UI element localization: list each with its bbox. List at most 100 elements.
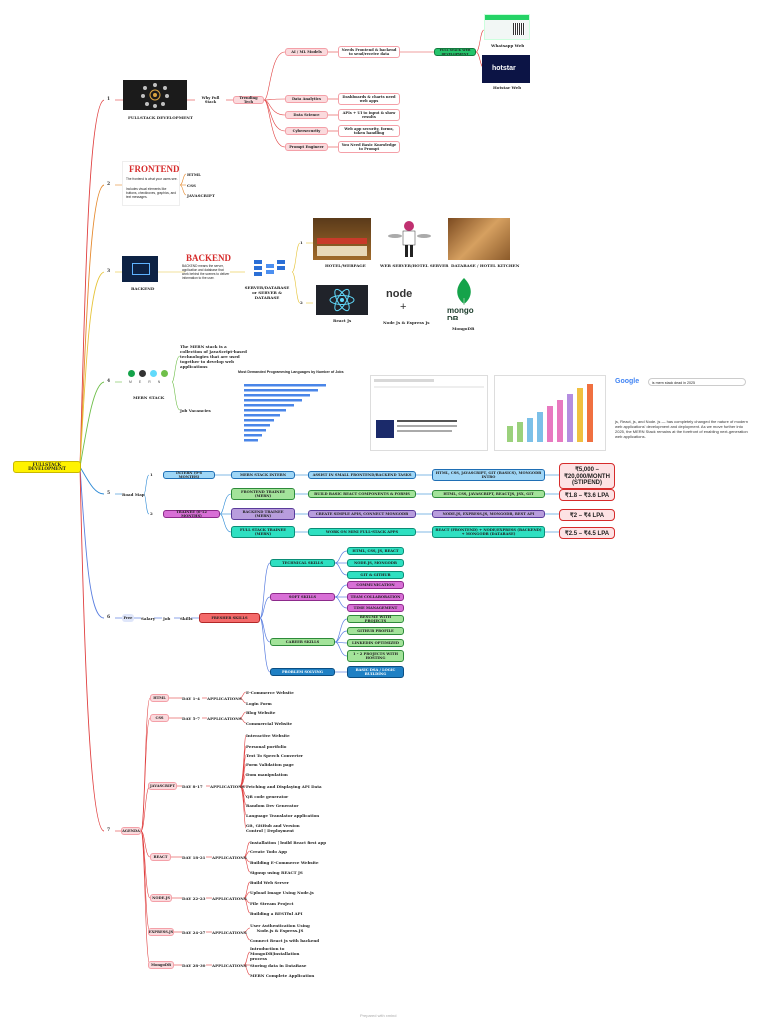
agenda-nodejs[interactable]: NODE.JS [150,894,172,902]
problem-solving[interactable]: PROBLEM SOLVING [270,668,335,676]
backend-sub-1: 1 [300,240,303,245]
frontend-desc-1: The frontend is what your users see. [126,177,178,181]
mern-letters: M E R N [129,380,164,384]
tech-skill-3: GIT & GITHUB [347,571,404,579]
backend-title: BACKEND [186,253,232,263]
career-skill-1: RESUME WITH PROJECTS [347,615,404,623]
topic-prompt-engineer[interactable]: Prompt Engineer [285,143,328,151]
mongo-image: mongo DB [444,276,484,320]
problem-skill-1: BASIC DSA / LOGIC BUILDING [347,666,404,678]
agenda-js-item-2: Personal portfolio [246,744,287,749]
search-result-screenshot [370,375,488,451]
backend-sub-2: 2 [300,300,303,305]
roadmap-label[interactable]: Road Map [122,492,145,497]
mongo-logo: mongo DB [447,306,474,320]
agenda-mongo-days: DAY 28-30 [182,963,206,968]
frontend-title: FRONTEND [129,164,180,174]
agenda-js-item-4: Form Validation page [246,762,294,767]
agenda-expressjs[interactable]: EXPRESS.JS [148,928,174,936]
agenda-javascript[interactable]: JAVASCRIPT [148,782,177,790]
agenda-express-item-1: User Authentication Using Node.js & Expr… [250,923,310,933]
soft-skill-1: COMMUNICATION [347,581,404,589]
soft-skill-3: TIME MANAGEMENT [347,604,404,612]
free-node[interactable]: Free [122,614,134,622]
agenda-node-item-3: File Stream Project [250,901,294,906]
agenda-js-item-6: Fetching and Displaying API Data [246,784,322,789]
salary-node[interactable]: Salary [141,616,156,621]
agenda-html-days: DAY 1-4 [182,696,200,701]
job-node[interactable]: Job [163,616,171,621]
agenda-node-item-2: Upload Image Using Node.js [250,890,314,895]
section-6-number: 6 [107,615,111,620]
backend-image [122,256,158,282]
agenda-node-item-4: Building a RESTful API [250,911,303,916]
technical-skills[interactable]: TECHNICAL SKILLS [270,559,335,567]
soft-skills[interactable]: SOFT SKILLS [270,593,335,601]
topic-data-analytics[interactable]: Data Analytics [285,95,328,103]
root-node[interactable]: FULLSTACK DEVELOPMENT [13,461,81,473]
career-skill-4: 1 – 2 PROJECTS WITH HOSTING [347,650,404,662]
phase-intern[interactable]: INTERN (0-6 MONTHS) [163,471,215,479]
fullstack-web-node[interactable]: FULL STACK WEB DEVELOPMENT [434,48,476,56]
agenda-express-days: DAY 24-27 [182,930,206,935]
pay-fullstack: ₹2.5 – ₹4.5 LPA [559,527,615,539]
waiter-image [384,218,434,260]
topic-prompt-engineer-desc: You Need Basic Knowledge to Prompt [338,141,400,153]
skills-node[interactable]: Skills [180,616,193,621]
why-fullstack-node[interactable]: Why Full Stack [195,96,226,104]
mern-stack-image: M E R N [122,368,172,390]
hotstar-logo: hotstar [492,65,516,72]
react-image [316,285,368,315]
frontend-javascript[interactable]: JAVASCRIPT [187,193,215,198]
agenda-js-item-7: QR code generator [246,794,289,799]
skills-intern: HTML, CSS, JAVASCRIPT, GIT (BASICS), MON… [432,469,545,481]
pay-intern: ₹5,000 – ₹20,000/MONTH (STIPEND) [559,463,615,489]
fresher-skills-node[interactable]: FRESHER SKILLS [199,613,260,623]
agenda-css-apps: APPLICATIONS [207,716,242,721]
role-frontend-trainee[interactable]: FRONTEND TRAINEE (MERN) [231,488,295,500]
google-logo: Google [615,378,640,385]
agenda-css-item-1: Blog Website [246,710,276,715]
server-database-image [246,256,292,282]
frontend-html[interactable]: HTML [187,172,201,177]
role-backend-trainee[interactable]: BACKEND TRAINEE (MERN) [231,508,295,520]
agenda-css[interactable]: CSS [150,714,169,722]
section-2-number: 2 [107,182,111,187]
gear-network-icon [141,83,169,108]
trending-tech-node[interactable]: Trending Tech [233,96,264,104]
pay-frontend: ₹1.8 – ₹3.6 LPA [559,489,615,501]
role-fullstack-trainee[interactable]: FULL STACK TRAINEE (MERN) [231,526,295,538]
agenda-html-item-2: Login Form [246,701,272,706]
phase-trainee[interactable]: TRAINEE (6-12 MONTHS) [163,510,220,518]
agenda-express-apps: APPLICATIONS [212,930,247,935]
topic-cybersecurity[interactable]: Cybersecurity [285,127,328,135]
frontend-card: FRONTEND The frontend is what your users… [122,161,180,206]
agenda-html-apps: APPLICATIONS [207,696,242,701]
google-search-input[interactable]: is mern stack dead in 2025 [648,378,746,386]
topic-ai-ml[interactable]: AI / ML Models [285,48,328,56]
google-result-text: js, React, js, and Node. js — has comple… [615,419,748,439]
agenda-html[interactable]: HTML [150,694,169,702]
frontend-css[interactable]: CSS [187,183,196,188]
agenda-mongodb[interactable]: MongoDB [148,961,174,969]
agenda-js-apps: APPLICATIONS [210,784,245,789]
soft-skill-2: TEAM COLLABORATION [347,593,404,601]
languages-chart: Most Demanded Programming Languages by N… [216,370,356,452]
topic-data-science[interactable]: Data Science [285,111,328,119]
agenda-js-item-8: Random Dev Generator [246,803,299,808]
agenda-node-item-1: Build Web Server [250,880,289,885]
agenda-js-item-3: Text To Speech Converter [246,753,304,758]
agenda-express-item-2: Connect React js with backend [250,938,320,943]
kitchen-label: DATABASE / HOTEL KITCHEN [451,263,520,268]
role-mern-intern[interactable]: MERN STACK INTERN [231,471,295,479]
fullstack-image-label: FULLSTACK DEVELOPMENT [128,115,193,120]
mern-stack-label: MERN STACK [133,395,165,400]
agenda-mongo-item-1: Introduction to MongoDB|installation pro… [250,946,300,961]
agenda-node[interactable]: AGENDA [121,827,141,835]
hotstar-web-label: Hotstar Web [493,85,521,90]
job-vacancies-label[interactable]: Job Vacancies [180,408,211,413]
agenda-react[interactable]: REACT [150,853,171,861]
agenda-react-item-3: Building E-Commerce Website [250,860,319,865]
backend-desc: BACKEND means the server, application an… [182,264,230,280]
career-skills[interactable]: CAREER SKILLS [270,638,335,646]
